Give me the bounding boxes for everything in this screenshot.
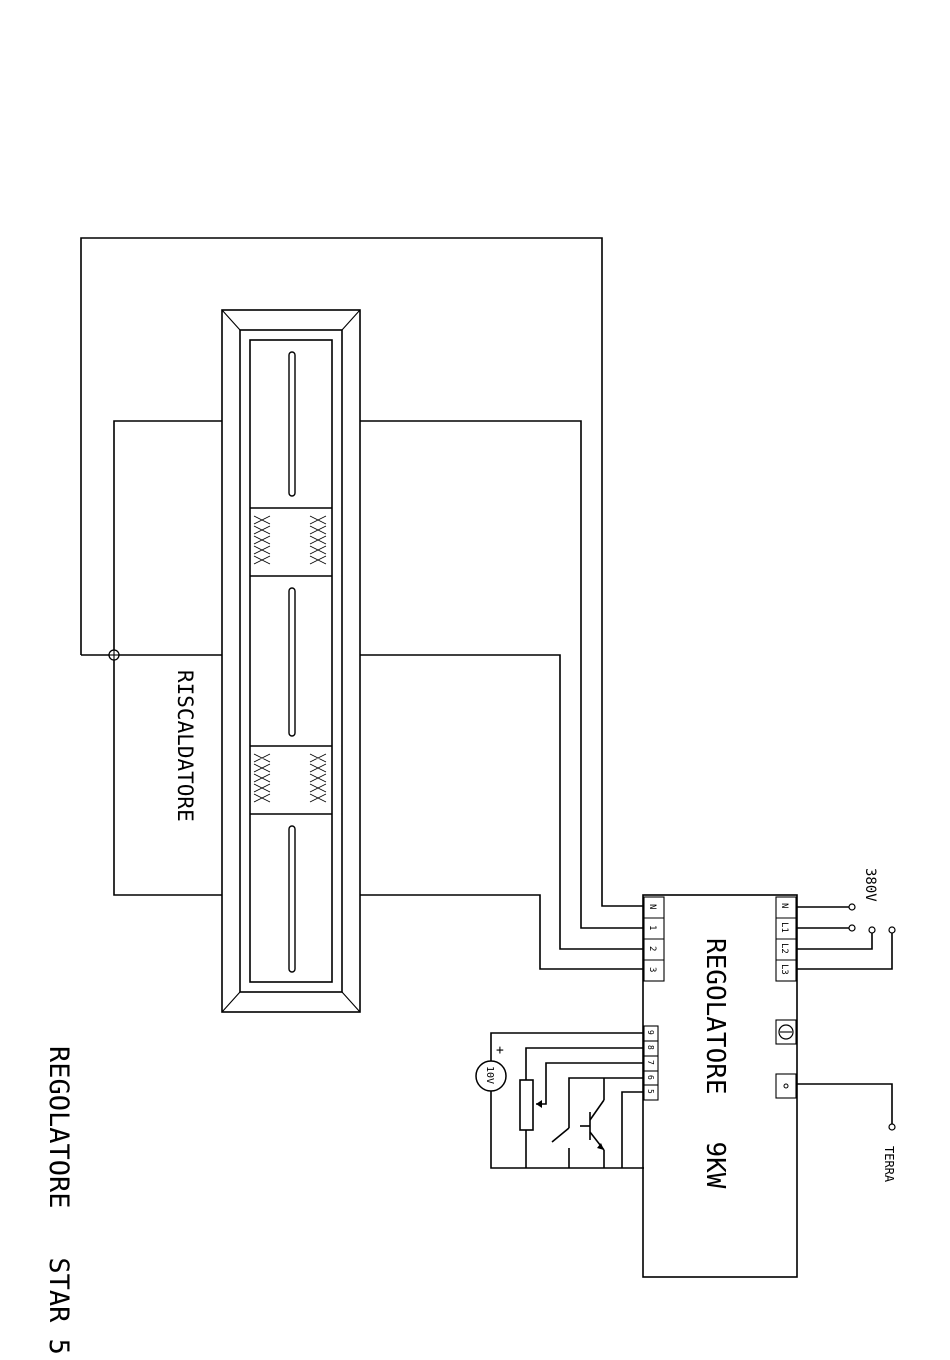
heater-label: RISCALDATORE	[173, 670, 197, 822]
load-terminal-block: N 1 2 3	[644, 897, 664, 981]
wiper-arrow	[536, 1100, 542, 1108]
wire-left-bus	[114, 421, 222, 895]
heating-element-2	[289, 588, 295, 736]
wire-terminal-5	[622, 1092, 644, 1168]
load-terminal-2: 2	[647, 946, 657, 951]
earth-label: TERRA	[882, 1146, 896, 1183]
control-terminal-7: 7	[646, 1060, 655, 1065]
wire-earth	[796, 1084, 892, 1124]
supply-wiring	[796, 904, 895, 969]
load-terminal-n: N	[647, 904, 657, 909]
control-terminal-9: 9	[646, 1030, 655, 1035]
transistor	[580, 1078, 604, 1168]
heating-element-3	[289, 826, 295, 972]
supply-terminal-block: N L1 L2 L3	[776, 897, 796, 981]
control-terminal-5: 5	[646, 1089, 655, 1094]
earth-wiring	[796, 1084, 895, 1130]
supply-voltage-label: 380V	[862, 868, 878, 902]
load-terminal-1: 1	[647, 925, 657, 930]
supply-terminal-l2: L2	[779, 943, 789, 954]
heater	[222, 310, 360, 1012]
wire-terminal-7	[536, 1063, 644, 1104]
potentiometer	[520, 1080, 533, 1130]
supply-terminal-l1: L1	[779, 922, 789, 933]
regulator: N 1 2 3 N L1 L2 L3 9	[643, 895, 797, 1277]
earth-connection-box	[776, 1074, 796, 1098]
positive-sign: +	[496, 1043, 504, 1058]
wire-terminal-9	[491, 1033, 644, 1168]
wire-terminal-6	[569, 1078, 644, 1128]
supply-terminal-n: N	[779, 903, 789, 908]
load-terminal-3: 3	[647, 967, 657, 972]
supply-terminal-l3: L3	[779, 964, 789, 975]
grille-pattern-1	[254, 516, 326, 564]
voltage-source-label: 10V	[484, 1066, 495, 1084]
control-terminal-block: 9 8 7 6 5	[644, 1026, 658, 1100]
grille-pattern-2	[254, 754, 326, 802]
control-circuit: 10V +	[476, 1033, 644, 1168]
switch-contact	[552, 1128, 569, 1142]
control-terminal-6: 6	[646, 1075, 655, 1080]
heater-wiring	[81, 238, 644, 969]
page-caption: REGOLATORE STAR 5	[43, 1046, 74, 1355]
control-terminal-8: 8	[646, 1045, 655, 1050]
regulator-label: REGOLATORE 9KW	[700, 938, 730, 1189]
wire-supply-l2	[796, 933, 872, 949]
heating-element-1	[289, 352, 295, 496]
wire-supply-l3	[796, 933, 892, 969]
wire-terminal-8	[526, 1048, 644, 1080]
